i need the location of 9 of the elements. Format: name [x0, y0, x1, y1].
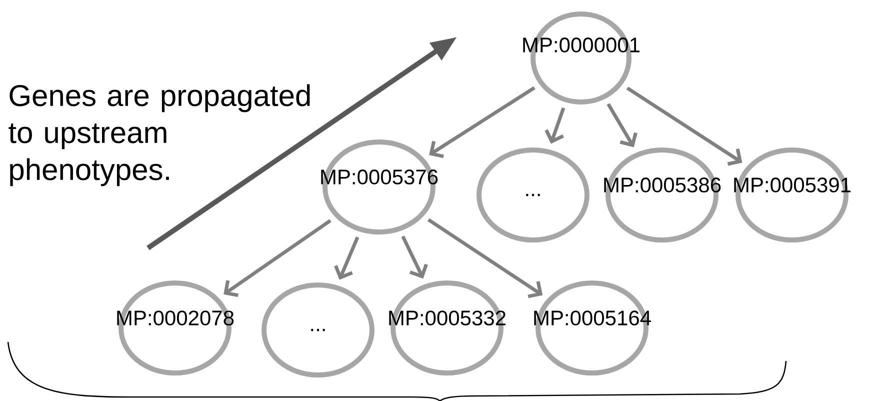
- arrow: [429, 86, 536, 158]
- arrow: [224, 219, 332, 298]
- arrow: [427, 218, 543, 298]
- arrow: [334, 236, 360, 280]
- arrow: [401, 236, 428, 279]
- arrow: [544, 107, 566, 144]
- arrow: [606, 103, 638, 148]
- arrow: [626, 86, 742, 166]
- annotation-text: Genes are propagated to upstream phenotypes.: [8, 84, 310, 186]
